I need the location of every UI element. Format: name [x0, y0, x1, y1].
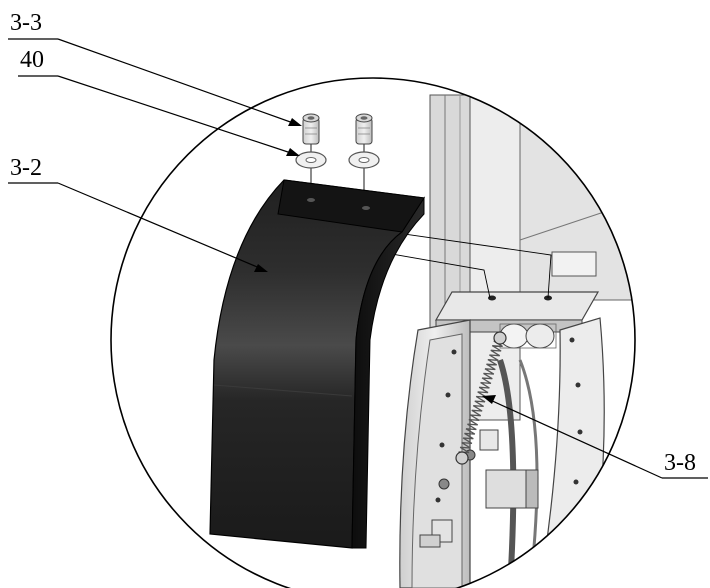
callout-3-3: 3-3 [8, 10, 58, 40]
callout-3-2: 3-2 [8, 155, 58, 184]
callout-label-40: 40 [20, 47, 44, 73]
callout-label-3-3: 3-3 [10, 10, 42, 36]
bracket-mechanism [399, 291, 605, 588]
leader-lines [57, 38, 663, 479]
callout-3-8: 3-8 [662, 450, 708, 479]
washers [295, 151, 380, 169]
callout-label-3-8: 3-8 [664, 450, 696, 476]
callout-label-3-2: 3-2 [10, 155, 42, 181]
screws [302, 113, 373, 145]
arrowheads [254, 118, 496, 404]
detail-view [111, 78, 635, 588]
callout-40: 40 [18, 47, 58, 77]
spring [455, 331, 507, 465]
detail-circle [110, 77, 636, 588]
